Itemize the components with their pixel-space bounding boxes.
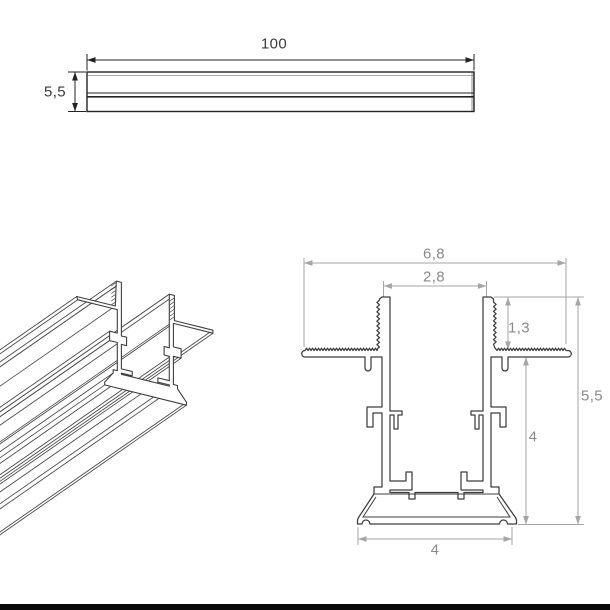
cross-section-drawing [301, 258, 584, 545]
section-inner-height-dimension-label: 4 [528, 428, 538, 446]
bottom-black-strip [0, 604, 610, 610]
top-view-height-dimension-label: 5,5 [43, 83, 67, 101]
section-lip-height-dimension-label: 1,3 [507, 319, 531, 337]
section-overall-width-dimension-label: 6,8 [422, 245, 446, 263]
section-base-width-dimension-label: 4 [430, 541, 440, 559]
isometric-profile-drawing [0, 280, 214, 536]
top-view-drawing [68, 54, 475, 113]
top-view-length-dimension-label: 100 [260, 35, 288, 53]
section-total-height-dimension-label: 5,5 [580, 387, 604, 405]
section-slot-width-dimension-label: 2,8 [422, 268, 446, 286]
